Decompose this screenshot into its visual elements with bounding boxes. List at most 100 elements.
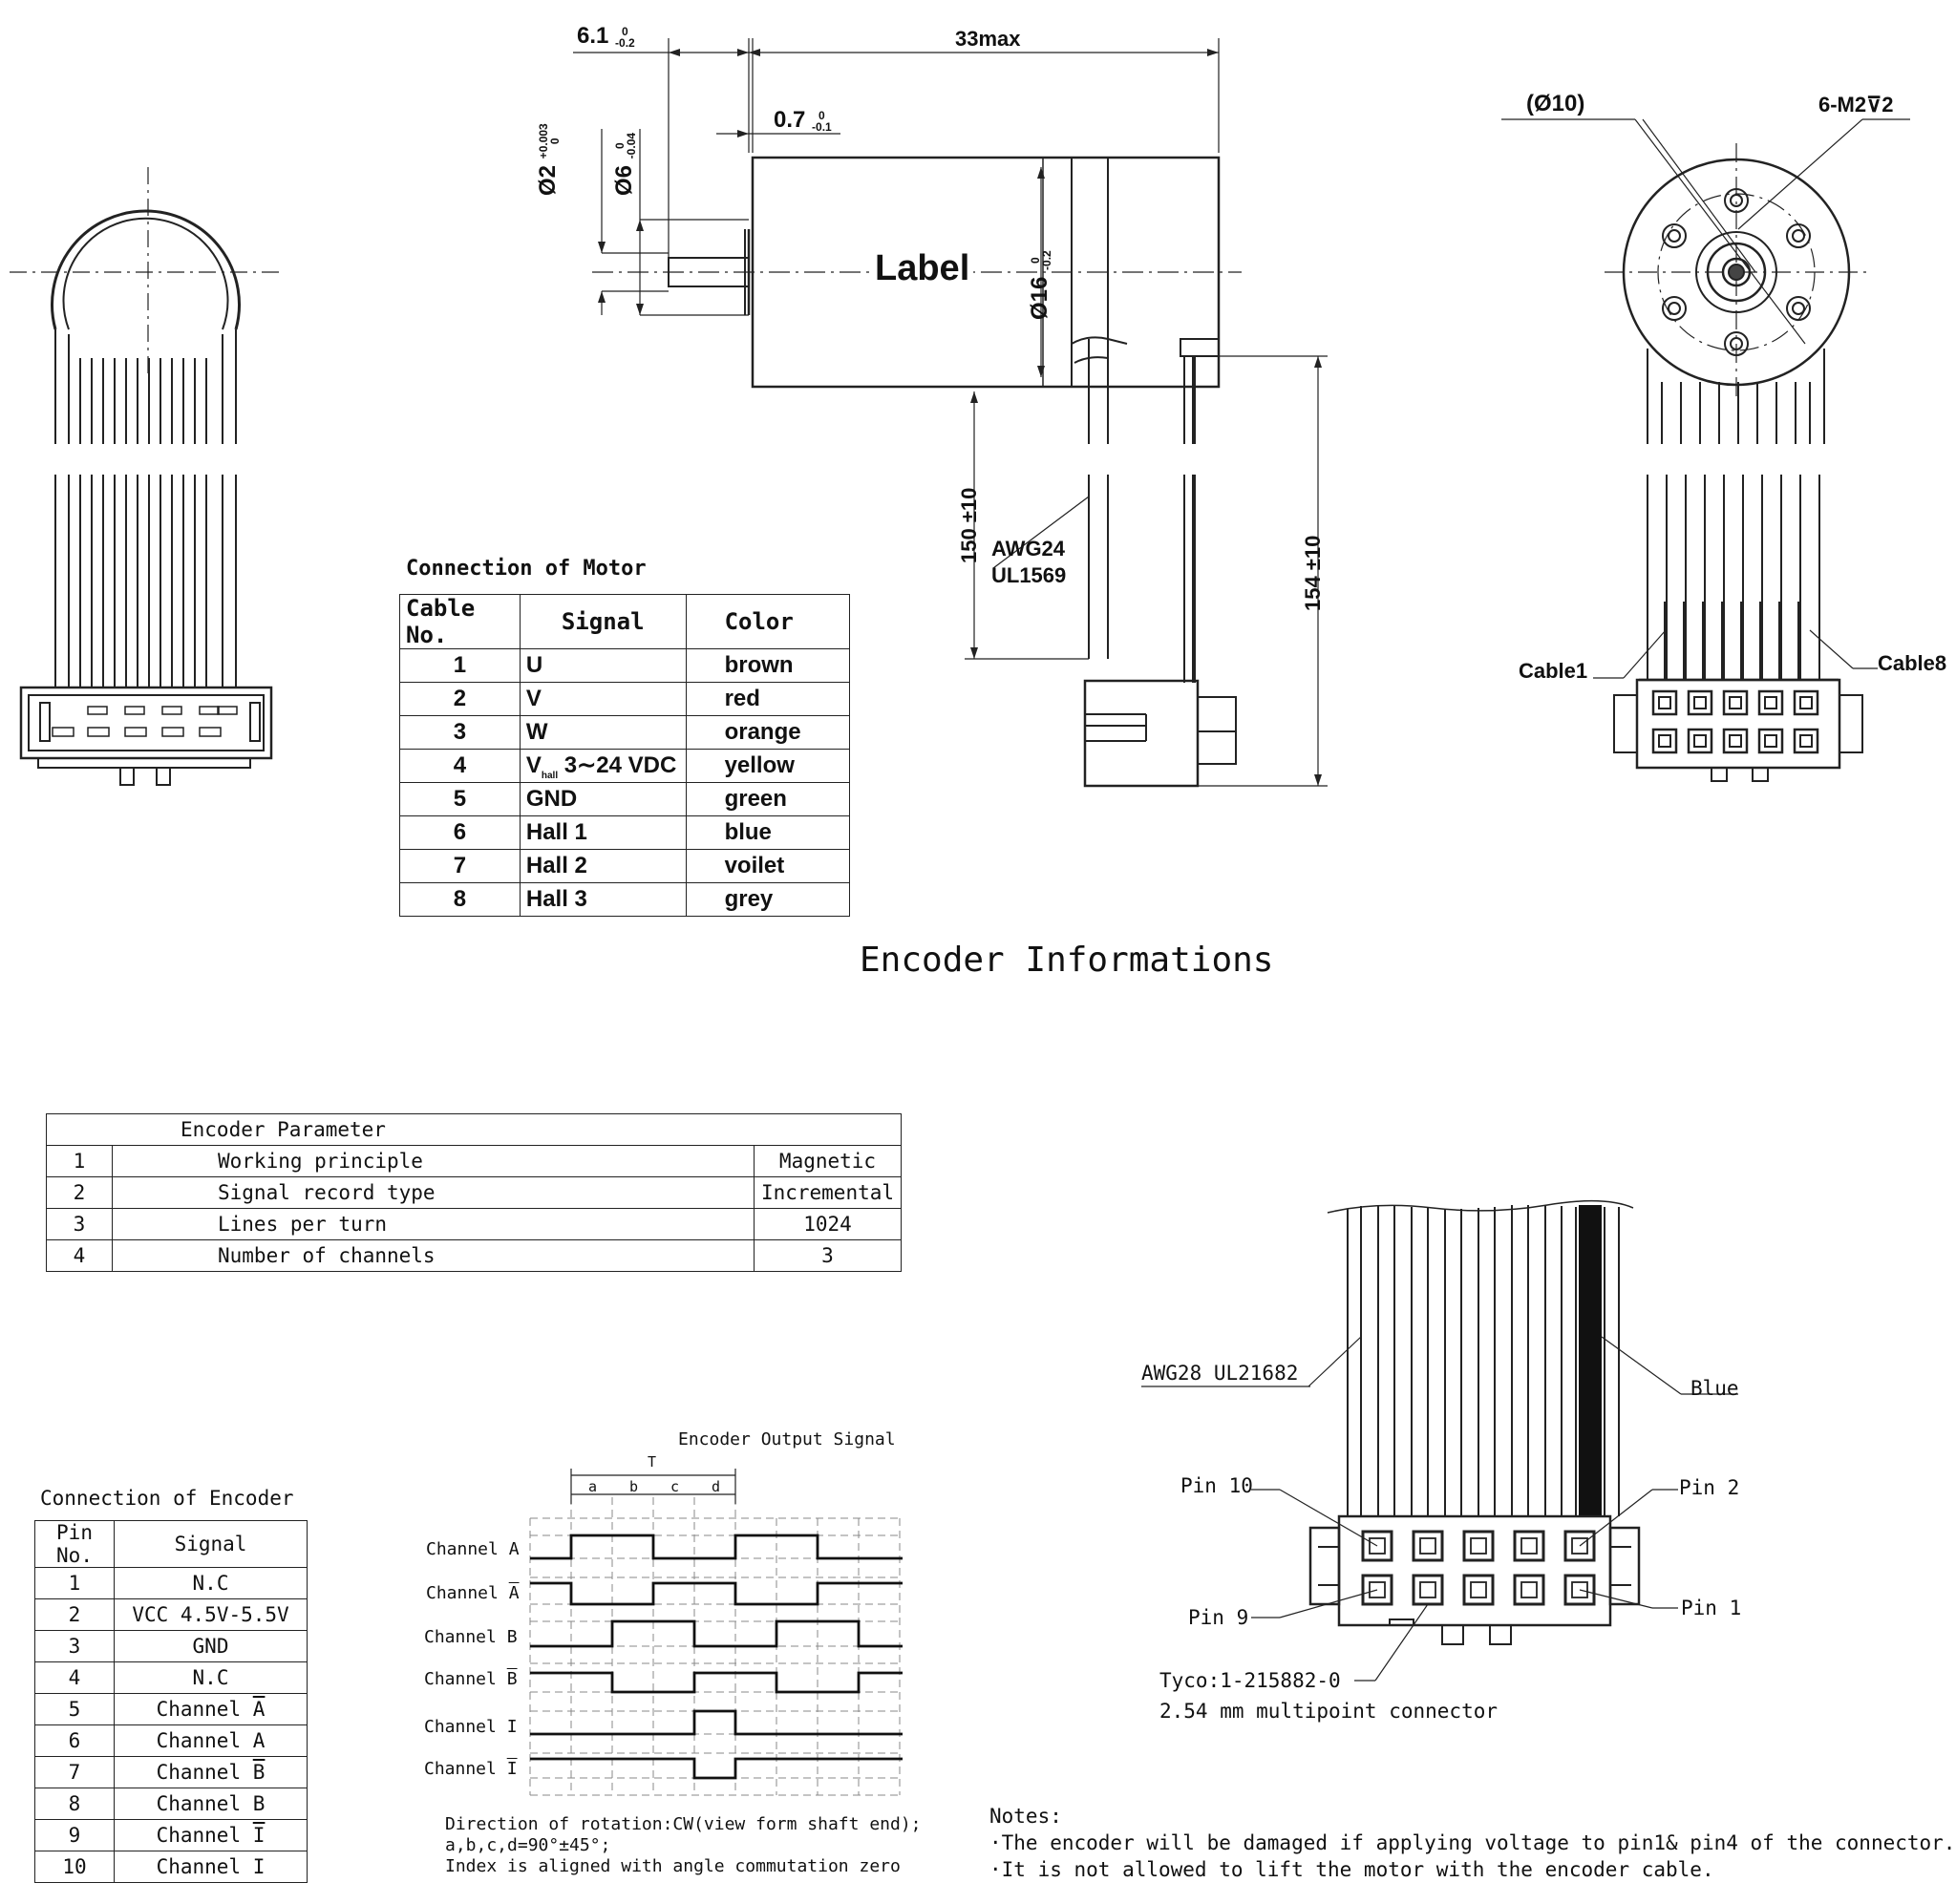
color: green: [685, 782, 851, 816]
param-name: Working principle: [112, 1145, 755, 1177]
pin-signal-text: Channel: [156, 1698, 253, 1721]
timing-channel-label: Channel A: [426, 1539, 520, 1559]
pin-no: 4: [34, 1661, 115, 1694]
shaft-length-tol-lower: -0.2: [615, 35, 635, 50]
table-header-row: Pin No.Signal: [34, 1520, 308, 1568]
param-name: Lines per turn: [112, 1208, 755, 1240]
connector-pin9-label: Pin 9: [1188, 1606, 1249, 1629]
encoder-heading: Encoder Informations: [860, 941, 1274, 980]
connector-pin10-label: Pin 10: [1180, 1474, 1253, 1497]
signal-main: V: [525, 751, 542, 778]
cable1-label: Cable1: [1519, 659, 1588, 683]
flange-value: 0.7: [774, 107, 806, 133]
boss-dia-tol-upper: 0: [612, 142, 627, 149]
channel-name: B: [506, 1669, 518, 1689]
notes-item-2: ·It is not allowed to lift the motor wit…: [989, 1858, 1714, 1881]
flange-tol-lower: -0.1: [812, 119, 832, 134]
pin-signal: VCC 4.5V-5.5V: [114, 1598, 308, 1631]
timing-channel-label: Channel B: [424, 1669, 518, 1689]
param-name: Signal record type: [112, 1176, 755, 1209]
header-signal: Signal: [114, 1520, 308, 1568]
color: voilet: [685, 849, 851, 883]
connector-pin2-label: Pin 2: [1679, 1476, 1740, 1499]
param-value: Incremental: [754, 1176, 902, 1209]
cable-no: 8: [399, 882, 521, 917]
timing-sub-a: a: [588, 1478, 598, 1495]
pin-signal-text: Channel: [156, 1824, 253, 1847]
shaft-length-value: 6.1: [577, 23, 609, 49]
param-no: 3: [46, 1208, 113, 1240]
table-title-row: Encoder Parameter: [46, 1113, 902, 1146]
param-name: Number of channels: [112, 1239, 755, 1272]
timing-sub-c: c: [670, 1478, 680, 1495]
timing-channel-label: Channel I: [424, 1717, 518, 1737]
connector-blue-label: Blue: [1690, 1377, 1739, 1400]
channel-name: B: [506, 1627, 518, 1647]
body-dia-value: Ø16: [1027, 276, 1052, 320]
left-view-drawing: [10, 167, 279, 786]
pin-no: 8: [34, 1788, 115, 1820]
color: orange: [685, 715, 851, 750]
pin-signal-bar: A: [252, 1698, 266, 1721]
wire-spec-ul1569: UL1569: [991, 563, 1067, 587]
pin-signal: N.C: [114, 1567, 308, 1599]
signal: GND: [519, 782, 687, 816]
pin-signal: Channel A: [114, 1693, 308, 1725]
timing-diagram: [529, 1469, 903, 1796]
channel-pre: Channel: [426, 1583, 509, 1603]
cable-no: 3: [399, 715, 521, 750]
header-signal: Signal: [519, 594, 687, 649]
channel-name: A: [508, 1583, 520, 1603]
shaft-length-tol-upper: 0: [622, 24, 628, 38]
color: red: [685, 682, 851, 716]
pin-no: 1: [34, 1567, 115, 1599]
pcd-dim: (Ø10): [1526, 91, 1585, 116]
pin-no: 5: [34, 1693, 115, 1725]
param-value: 3: [754, 1239, 902, 1272]
color: brown: [685, 648, 851, 683]
timing-sub-d: d: [712, 1478, 721, 1495]
pin-signal-text: Channel: [156, 1761, 253, 1784]
pin-no: 6: [34, 1724, 115, 1757]
pin-signal: Channel A: [114, 1724, 308, 1757]
timing-note-2: a,b,c,d=90°±45°;: [445, 1835, 611, 1855]
encoder-connector-drawing: [1141, 1199, 1738, 1682]
header-pin-no: Pin No.: [34, 1520, 115, 1568]
param-value: 1024: [754, 1208, 902, 1240]
color: grey: [685, 882, 851, 917]
side-view-drawing: [573, 38, 1328, 788]
channel-name: I: [506, 1759, 518, 1779]
cable-no: 7: [399, 849, 521, 883]
cable-length-150: 150 ±10: [957, 487, 981, 563]
pin-no: 9: [34, 1819, 115, 1851]
wire-spec-awg24: AWG24: [991, 537, 1066, 561]
encoder-parameter-title: Encoder Parameter: [46, 1113, 902, 1146]
cable8-label: Cable8: [1878, 651, 1947, 675]
connector-part-number: Tyco:1-215882-0: [1159, 1669, 1341, 1692]
param-no: 2: [46, 1176, 113, 1209]
boss-dia-dim: Ø6 0 -0.04: [611, 133, 638, 196]
cable-no: 4: [399, 749, 521, 783]
cable-no: 5: [399, 782, 521, 816]
holes-dim: 6-M2⊽2: [1818, 93, 1894, 116]
pin-signal: Channel I: [114, 1851, 308, 1883]
timing-sub-b: b: [629, 1478, 639, 1495]
shaft-dia-tol-upper: +0.003: [536, 123, 550, 159]
cable-no: 2: [399, 682, 521, 716]
notes-item-1: ·The encoder will be damaged if applying…: [989, 1831, 1956, 1854]
